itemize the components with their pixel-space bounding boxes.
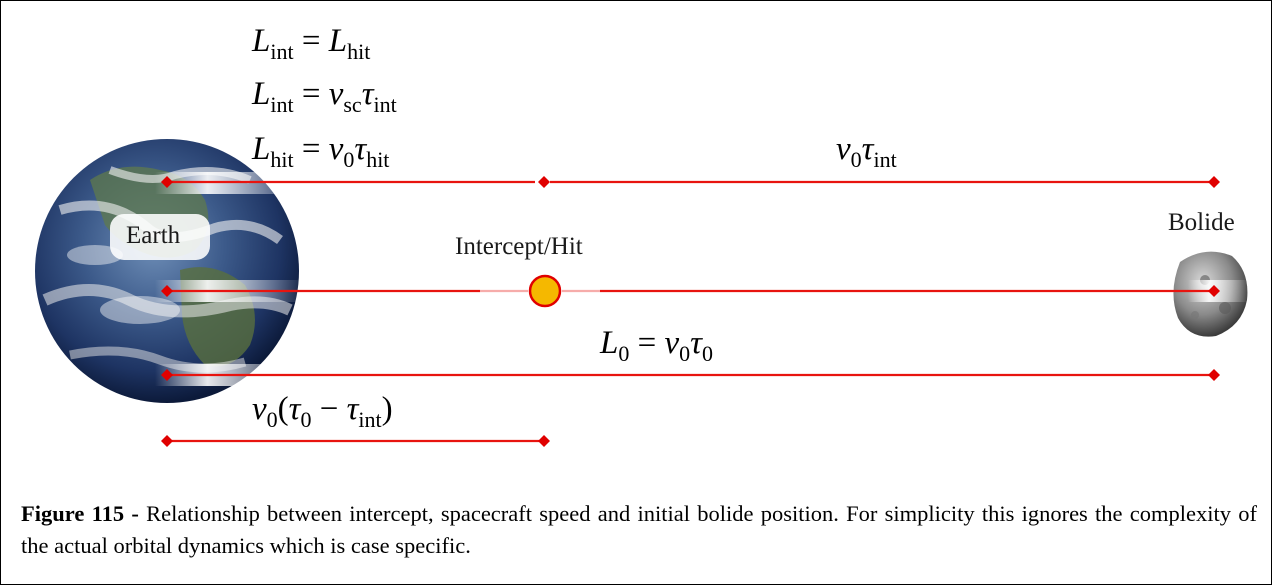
intercept-point [530,276,560,306]
marker-bottom-right [1208,369,1220,381]
marker-short-right [538,435,550,447]
bolide-image [1173,252,1248,337]
label-l0-equation: L0 = v0τ0 [600,327,713,365]
figure-caption: Figure 115 - Relationship between interc… [21,498,1257,562]
label-v0-tau-int: v0τint [836,133,897,171]
label-v0-tau-difference: v0(τ0 − τint) [252,393,393,431]
equation-lint-lhit: Lint = Lhit [252,25,370,63]
equation-lhit-v0: Lhit = v0τhit [252,133,389,171]
figure-number: Figure 115 - [21,501,139,526]
marker-top-right [1208,176,1220,188]
caption-text: Relationship between intercept, spacecra… [21,501,1257,558]
marker-top-mid [538,176,550,188]
earth-label: Earth [126,222,180,250]
equation-lint-vsc: Lint = vscτint [252,78,397,116]
marker-short-left [161,435,173,447]
bolide-label: Bolide [1168,209,1235,237]
intercept-label: Intercept/Hit [455,233,583,261]
